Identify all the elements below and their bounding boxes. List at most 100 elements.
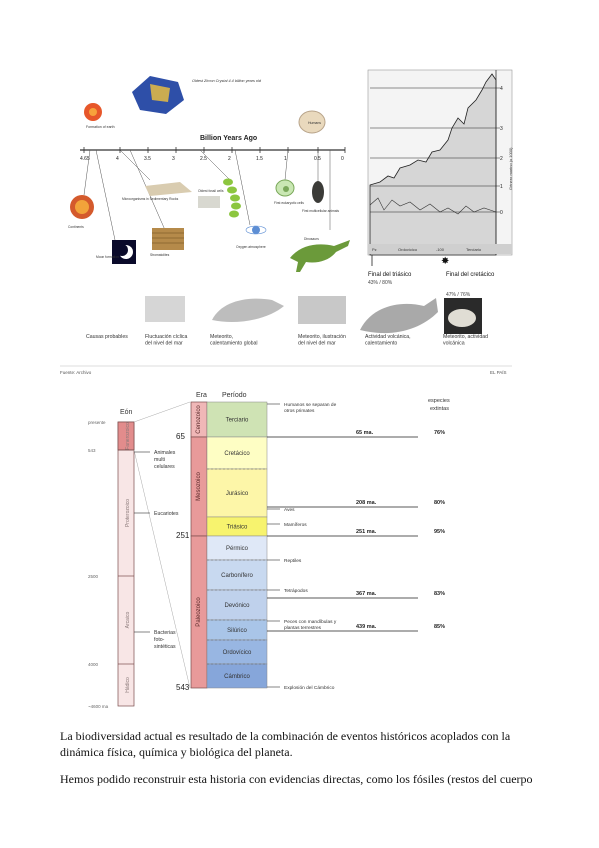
timeline-tick-label: 3 bbox=[172, 156, 175, 162]
oldest-fossils-label: Oldest fossil cells bbox=[198, 189, 224, 193]
timeline-tick-label: 3.5 bbox=[144, 156, 151, 162]
timeline-tick-label: 0.5 bbox=[314, 156, 321, 162]
graph-period-bar bbox=[368, 244, 512, 254]
extinction-rate-line bbox=[369, 197, 497, 215]
dinosaurs-label: Dinosaurs bbox=[304, 237, 319, 241]
trilobite-icon bbox=[312, 181, 324, 203]
period-label: Jurásico bbox=[226, 491, 249, 497]
period-block bbox=[206, 401, 268, 438]
humans-label: Humans bbox=[308, 121, 321, 125]
first-animals-label: First multicellular animals bbox=[302, 209, 339, 213]
period-label: Cretácico bbox=[224, 451, 250, 457]
period-label: Terciario bbox=[226, 418, 249, 424]
period-block bbox=[206, 559, 268, 591]
period-label: Triásico bbox=[227, 525, 248, 531]
period-block bbox=[206, 516, 268, 537]
period-block bbox=[206, 468, 268, 518]
era-boundary-label: 251 bbox=[176, 531, 190, 540]
event-label: Mamíferos bbox=[284, 522, 307, 528]
timeline-tick-label: 2.5 bbox=[200, 156, 207, 162]
extinction-pct: 80% bbox=[434, 500, 445, 506]
extinction-pct: 95% bbox=[434, 529, 445, 535]
graph-tick-label: 4 bbox=[500, 86, 503, 92]
skull-icon bbox=[448, 309, 476, 327]
stromatolites-label: Stromatolites bbox=[150, 253, 170, 257]
period-label: Pérmico bbox=[226, 546, 249, 552]
dinosaur-icon bbox=[290, 240, 350, 272]
period-label: Carbonífero bbox=[221, 573, 253, 579]
eon-tick-label: ~4600 ma bbox=[88, 704, 109, 709]
eon-column bbox=[117, 421, 135, 707]
footer-source: Fuente: Archivo bbox=[60, 370, 92, 375]
continents-label: Continents bbox=[68, 225, 84, 229]
meteorite-illustration bbox=[298, 296, 346, 324]
era-block bbox=[190, 401, 208, 438]
extinction-ma: 439 ma. bbox=[356, 624, 377, 630]
nucleus-icon bbox=[283, 186, 289, 192]
sedimentary-rock-icon bbox=[145, 182, 192, 196]
eon-label: Proterozoico bbox=[125, 499, 131, 527]
eon-tick-label: 543 bbox=[88, 448, 96, 453]
header-period: Período bbox=[222, 392, 247, 399]
fossil-rock-icon bbox=[198, 196, 220, 208]
graph-bottom-label-3: -100 bbox=[436, 247, 445, 252]
paragraph-reconstruction: Hemos podido reconstruir esta historia c… bbox=[60, 772, 533, 786]
timeline-tick-label: 1.5 bbox=[256, 156, 263, 162]
timeline-tick-label: 4.65 bbox=[80, 156, 90, 162]
zircon-crystal-highlight-icon bbox=[150, 84, 170, 102]
era-label: Cenozoico bbox=[196, 405, 202, 434]
period-block bbox=[206, 436, 268, 470]
event-label: Explosión del Cámbrico bbox=[284, 685, 335, 691]
zoom-line bbox=[133, 401, 191, 423]
formation-earth-core-icon bbox=[89, 108, 97, 116]
triassic-label: Final del triásico bbox=[368, 272, 412, 278]
paragraph-biodiversity: La biodiversidad actual es resultado de … bbox=[60, 729, 511, 759]
footer-credit: EL PAÍS bbox=[490, 369, 507, 375]
timeline-title: Billion Years Ago bbox=[200, 135, 257, 142]
graph-tick-label: 0 bbox=[500, 210, 503, 216]
stromatolite-icon bbox=[152, 228, 184, 250]
earth-core-icon bbox=[75, 200, 89, 214]
period-label: Silúrico bbox=[227, 628, 247, 634]
graph-axis-label: Género marino (x 1000) bbox=[508, 147, 513, 190]
cause-caption: Actividad volcánica,calentamiento bbox=[365, 334, 411, 347]
extinction-ma: 65 ma. bbox=[356, 430, 374, 436]
period-block bbox=[206, 589, 268, 621]
microorganisms-label: Microorganisms in Sedimentary Rocks bbox=[122, 197, 179, 201]
oxygen-atom-icon bbox=[252, 226, 260, 234]
era-label: Mesozoico bbox=[196, 472, 202, 501]
era-block bbox=[190, 436, 208, 537]
period-block bbox=[206, 663, 268, 689]
event-label: Tetrápodos bbox=[284, 588, 308, 594]
eon-event-label: Eucariotes bbox=[154, 511, 179, 517]
zoom-line bbox=[133, 449, 191, 689]
graph-tick-label: 3 bbox=[500, 126, 503, 132]
timeline-tick-label: 0 bbox=[341, 156, 344, 162]
eon-phanerozoic-block bbox=[117, 421, 135, 451]
extinction-ma: 208 ma. bbox=[356, 500, 377, 506]
graph-bottom-label-4: Terciario bbox=[466, 247, 482, 252]
cretaceous-label: Final del cretácico bbox=[446, 272, 495, 278]
eon-label: Arcaico bbox=[125, 611, 131, 628]
eon-tick-label: presente bbox=[88, 420, 106, 425]
phytosaur-illustration bbox=[360, 298, 438, 334]
cretaceous-pct: 47% / 76% bbox=[446, 292, 471, 298]
callout-lines bbox=[83, 149, 331, 241]
period-label: Cámbrico bbox=[224, 674, 250, 680]
era-block bbox=[190, 535, 208, 689]
formation-earth-label: Formation of earth bbox=[86, 125, 115, 129]
timeline-tick-label: 1 bbox=[284, 156, 287, 162]
extinction-pct: 76% bbox=[434, 430, 445, 436]
moon-shadow-icon bbox=[116, 244, 128, 256]
era-label: Paleozoico bbox=[196, 597, 202, 627]
header-eon: Eón bbox=[120, 409, 133, 416]
